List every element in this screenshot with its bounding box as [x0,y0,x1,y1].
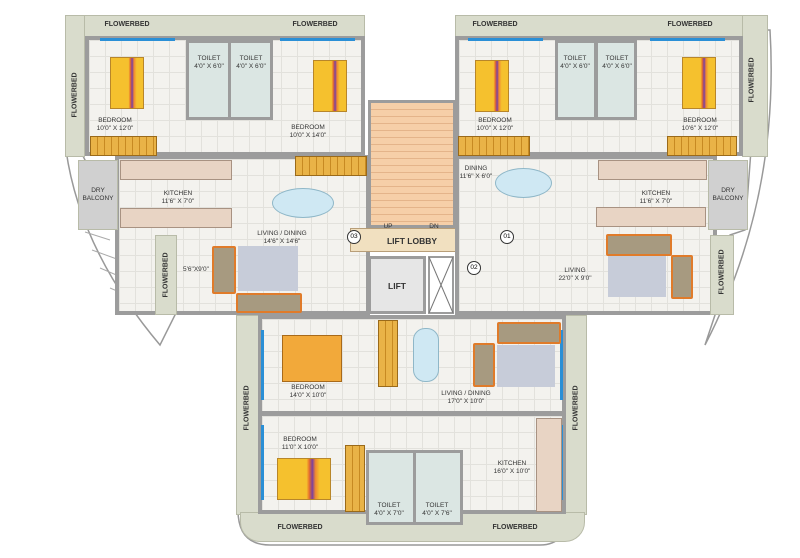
lift [368,256,426,314]
wardrobe [458,136,530,156]
toilet [228,40,273,120]
flowerbed-label: FLOWERBED [292,21,338,28]
lift-shaft [428,256,454,314]
flowerbed-label: FLOWERBED [492,524,538,531]
lift-lobby-label: LIFT LOBBY [386,236,438,246]
dining-table [272,188,334,218]
room-label: DRY BALCONY [82,187,114,202]
flat-number: 03 [347,230,361,244]
flowerbed-label: FLOWERBED [162,252,170,298]
up-label: UP [383,223,393,230]
lift-label: LIFT [388,281,406,291]
wardrobe [90,136,157,156]
wardrobe [667,136,737,156]
flowerbed [155,235,177,315]
toilet [413,450,463,525]
wardrobe [295,156,367,176]
flowerbed-label: FLOWERBED [277,524,323,531]
toilet [595,40,637,120]
kitchen-counter [120,160,232,180]
window [280,38,355,41]
sofa [473,343,495,387]
flowerbed-label: FLOWERBED [667,21,713,28]
window [650,38,725,41]
bed [110,57,144,109]
room-label: DRY BALCONY [712,187,744,202]
sofa [212,246,236,294]
flat-number: 02 [467,261,481,275]
window [560,330,563,400]
kitchen-counter [120,208,232,228]
flat-number: 01 [500,230,514,244]
flowerbed-label: FLOWERBED [104,21,150,28]
flowerbed-label: FLOWERBED [71,72,79,118]
flowerbed-label: FLOWERBED [718,249,726,295]
sofa [497,322,561,344]
sofa [606,234,672,256]
rug [238,246,298,291]
dn-label: DN [429,223,439,230]
bed [277,458,331,500]
window [261,330,264,400]
flowerbed-label: FLOWERBED [572,385,580,431]
staircase [368,100,456,228]
window [100,38,175,41]
sofa [236,293,302,313]
flowerbed-label: FLOWERBED [748,57,756,103]
wardrobe [378,320,398,387]
bed [682,57,716,109]
flowerbed-label: FLOWERBED [243,385,251,431]
wardrobe [345,445,365,512]
toilet [186,40,231,120]
kitchen-counter [598,160,707,180]
flowerbed-label: FLOWERBED [472,21,518,28]
kitchen-counter [596,207,706,227]
flowerbed [710,235,734,315]
rug [608,255,666,297]
bed [475,60,509,112]
kitchen-counter [536,418,562,512]
dining-table [495,168,552,198]
room-label: 5'6"X9'0" [183,266,209,273]
dining-table [413,328,439,382]
toilet [555,40,597,120]
sofa [671,255,693,299]
rug [497,345,555,387]
flowerbed [65,15,85,157]
bed [282,335,342,382]
window [261,425,264,500]
dry-balcony [78,160,118,230]
window [468,38,543,41]
flowerbed [236,315,261,515]
bed [313,60,347,112]
dry-balcony [708,160,748,230]
